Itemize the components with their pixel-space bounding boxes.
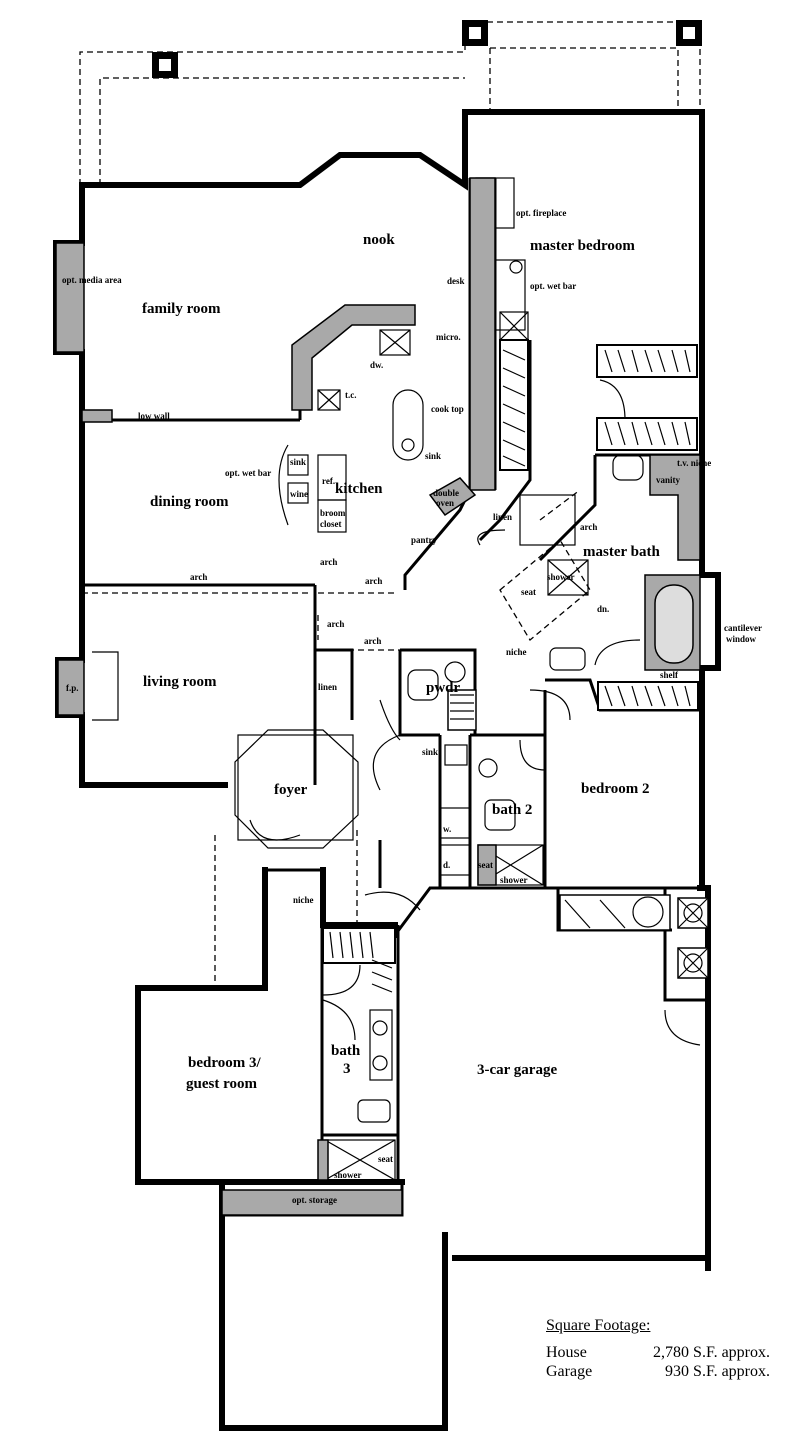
label-bedroom-2: bedroom 2 (581, 781, 649, 797)
row-name: House (546, 1344, 587, 1361)
label-broom: broom (320, 508, 346, 518)
label-opt-wet-bar-dining: opt. wet bar (225, 468, 271, 478)
label-master-bedroom: master bedroom (530, 238, 635, 254)
label-arch-hall2: arch (364, 636, 381, 646)
label-vanity: vanity (656, 475, 681, 485)
label-cook-top: cook top (431, 404, 464, 414)
label-double: double (433, 488, 459, 498)
patio-outlines (79, 21, 701, 185)
row-name: Garage (546, 1363, 593, 1380)
label-opt-storage: opt. storage (292, 1195, 337, 1205)
closets (322, 339, 699, 993)
square-footage-row-garage: Garage 930 S.F. approx. (546, 1362, 770, 1381)
label-sink-kitchen: sink (425, 451, 441, 461)
label-dw: dw. (370, 360, 383, 370)
square-footage-row-house: House 2,780 S.F. approx. (546, 1343, 770, 1362)
label-tv-niche: t.v. niche (677, 458, 711, 468)
label-arch-master: arch (580, 522, 597, 532)
label-nook: nook (363, 232, 395, 248)
label-linen-hall: linen (493, 512, 512, 522)
label-shower-bath3: shower (334, 1170, 362, 1180)
label-tc: t.c. (345, 390, 357, 400)
label-niche-hall: niche (506, 647, 527, 657)
patio-columns (152, 20, 702, 78)
label-pantry: pantry (411, 535, 438, 545)
label-micro: micro. (436, 332, 461, 342)
label-d: d. (443, 860, 450, 870)
label-closet: closet (320, 519, 342, 529)
label-niche-foyer: niche (293, 895, 314, 905)
label-arch-kitchen1: arch (320, 557, 337, 567)
label-window: window (726, 634, 757, 644)
label-bath-3: bath (331, 1043, 361, 1059)
square-footage-heading: Square Footage: (546, 1317, 651, 1334)
label-fp: f.p. (66, 683, 79, 693)
label-guest-room: guest room (186, 1076, 257, 1092)
label-low-wall: low wall (138, 411, 170, 421)
label-living-room: living room (143, 674, 217, 690)
counters (55, 177, 709, 1216)
label-seat-master: seat (521, 587, 536, 597)
row-value: 930 S.F. approx. (665, 1363, 770, 1380)
label-bedroom-3: bedroom 3/ (188, 1055, 261, 1071)
arch-openings (82, 489, 591, 985)
room-labels: nook master bedroom family room kitchen … (142, 232, 660, 1092)
label-ref: ref. (322, 476, 335, 486)
label-linen-living: linen (318, 682, 337, 692)
label-bath-2: bath 2 (492, 802, 532, 818)
label-opt-fireplace: opt. fireplace (516, 208, 566, 218)
label-sink-laundry: sink (422, 747, 438, 757)
label-pwdr: pwdr (426, 680, 461, 696)
label-dining-room: dining room (150, 494, 229, 510)
label-arch-kitchen2: arch (365, 576, 382, 586)
label-desk: desk (447, 276, 465, 286)
label-seat-bath2: seat (478, 860, 493, 870)
square-footage-table: Square Footage: House 2,780 S.F. approx.… (546, 1316, 770, 1381)
doors (249, 379, 701, 1046)
annotations: opt. media area opt. fireplace opt. wet … (62, 208, 762, 1205)
label-master-bath: master bath (583, 544, 660, 560)
label-opt-wet-bar-master: opt. wet bar (530, 281, 576, 291)
label-shelf: shelf (660, 670, 679, 680)
label-seat-bath3: seat (378, 1154, 393, 1164)
label-arch-dining: arch (190, 572, 207, 582)
label-foyer: foyer (274, 782, 308, 798)
label-opt-media: opt. media area (62, 275, 122, 285)
label-family-room: family room (142, 301, 221, 317)
label-dn: dn. (597, 604, 609, 614)
row-value: 2,780 S.F. approx. (653, 1344, 770, 1361)
label-bath-3-number: 3 (343, 1061, 351, 1077)
label-sink-bar: sink (290, 457, 306, 467)
label-shower-master: shower (547, 572, 575, 582)
label-cantilever: cantilever (724, 623, 762, 633)
label-wine: wine (290, 489, 308, 499)
label-shower-bath2: shower (500, 875, 528, 885)
label-oven: oven (436, 498, 454, 508)
label-arch-hall: arch (327, 619, 344, 629)
label-kitchen: kitchen (335, 481, 383, 497)
label-garage: 3-car garage (477, 1062, 557, 1078)
label-w: w. (443, 824, 451, 834)
